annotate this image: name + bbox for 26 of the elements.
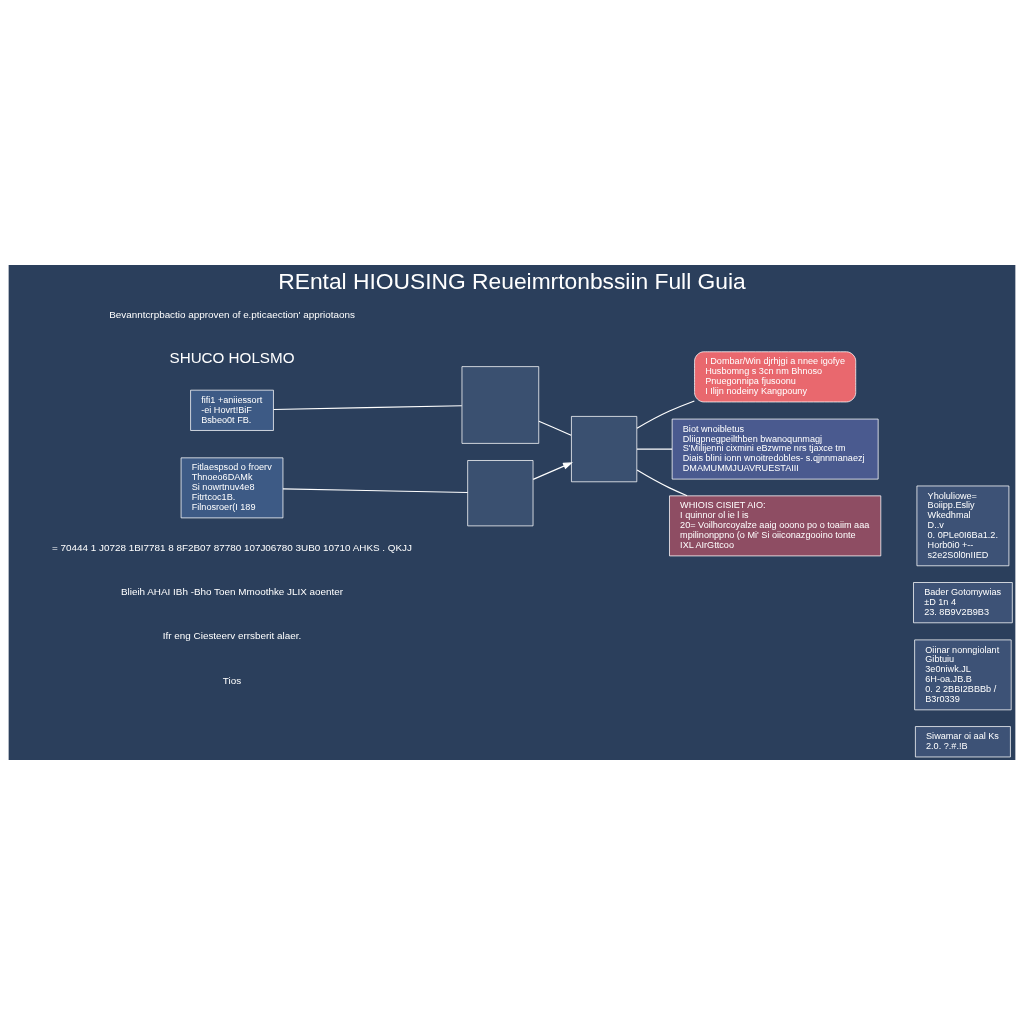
node-box <box>461 365 540 444</box>
diagram-title: REntal HIOUSING Reueimrtonbssiin Full Guia <box>278 267 746 294</box>
node-box: Bader Gotomywias ±D 1n 4 23. 8B9V2B9B3 <box>913 581 1013 623</box>
arrow <box>532 461 573 480</box>
node-box <box>467 459 534 526</box>
node-box: Yholuliowe= Boiipp.Esliy Wkedhmal D..v 0. 0PLe0I6Ba1.2. Horb0i0 +-- s2e2S0l0nIIED <box>916 485 1010 566</box>
node-box: WHIOIS CISIET AIO: I quinnor ol ie l is 20= Voilhorcoyalze aaig ooono po o toaiim aaa mpilinonppno (o Mi' Si oiiconazgooino tonte IXL AIrGttcoo <box>669 494 882 556</box>
label: Ifr eng Ciesteerv errsberit alaer. <box>162 629 302 641</box>
label: Tios <box>222 674 242 686</box>
node-box: Siwamar oi aal Ks 2.0. ?.#.!B <box>915 725 1011 757</box>
node-box: Biot wnoibletus Dliigpnegpeilthben bwanoqunmagj S'Milijenni cixmini eBzwme nrs tjaxce tm Diais blini ionn wnoitredobles- s.qjnnmanaezj DMAMUMMJUAVRUESTAIII <box>671 418 879 479</box>
node-box: Fitlaespsod o froerv Thnoeo6DAMk Si nowrtnuv4e8 Fitrtcoc1B. Filnosroer(I 189 <box>180 456 284 518</box>
connector <box>273 404 463 410</box>
connector <box>636 448 673 450</box>
connector <box>282 487 469 493</box>
label: SHUCO HOLSMO <box>169 348 295 366</box>
label: = 70444 1 J0728 1BI7781 8 8F2B07 87780 107J06780 3UB0 10710 AHKS . QKJJ <box>52 541 412 553</box>
connector <box>636 399 695 429</box>
label: Blieih AHAI IBh -Bho Toen Mmoothke JLIX aoenter <box>120 585 344 597</box>
connector <box>538 420 572 436</box>
label: Bevanntcrpbactio approven of e.pticaection' appriotaons <box>109 308 355 320</box>
node-box: fifi1 +aniiessort -ei Hovrt!BiF Bsbeo0t FB. <box>190 389 274 431</box>
connector <box>636 469 688 496</box>
node-box: I Dombar/Win djrhjgi a nnee igofye Husbomng s 3cn nm Bhnoso Pnuegonnipa fjusoonu I Ilijn nodeiny Kangpouny <box>694 350 857 402</box>
node-box: Oiinar nonngiolant Gibtuiu 3e0niwk.JL 6H-oa.JB.B 0. 2 2BBI2BBBb / B3r0339 <box>914 639 1012 710</box>
node-box <box>571 415 638 482</box>
